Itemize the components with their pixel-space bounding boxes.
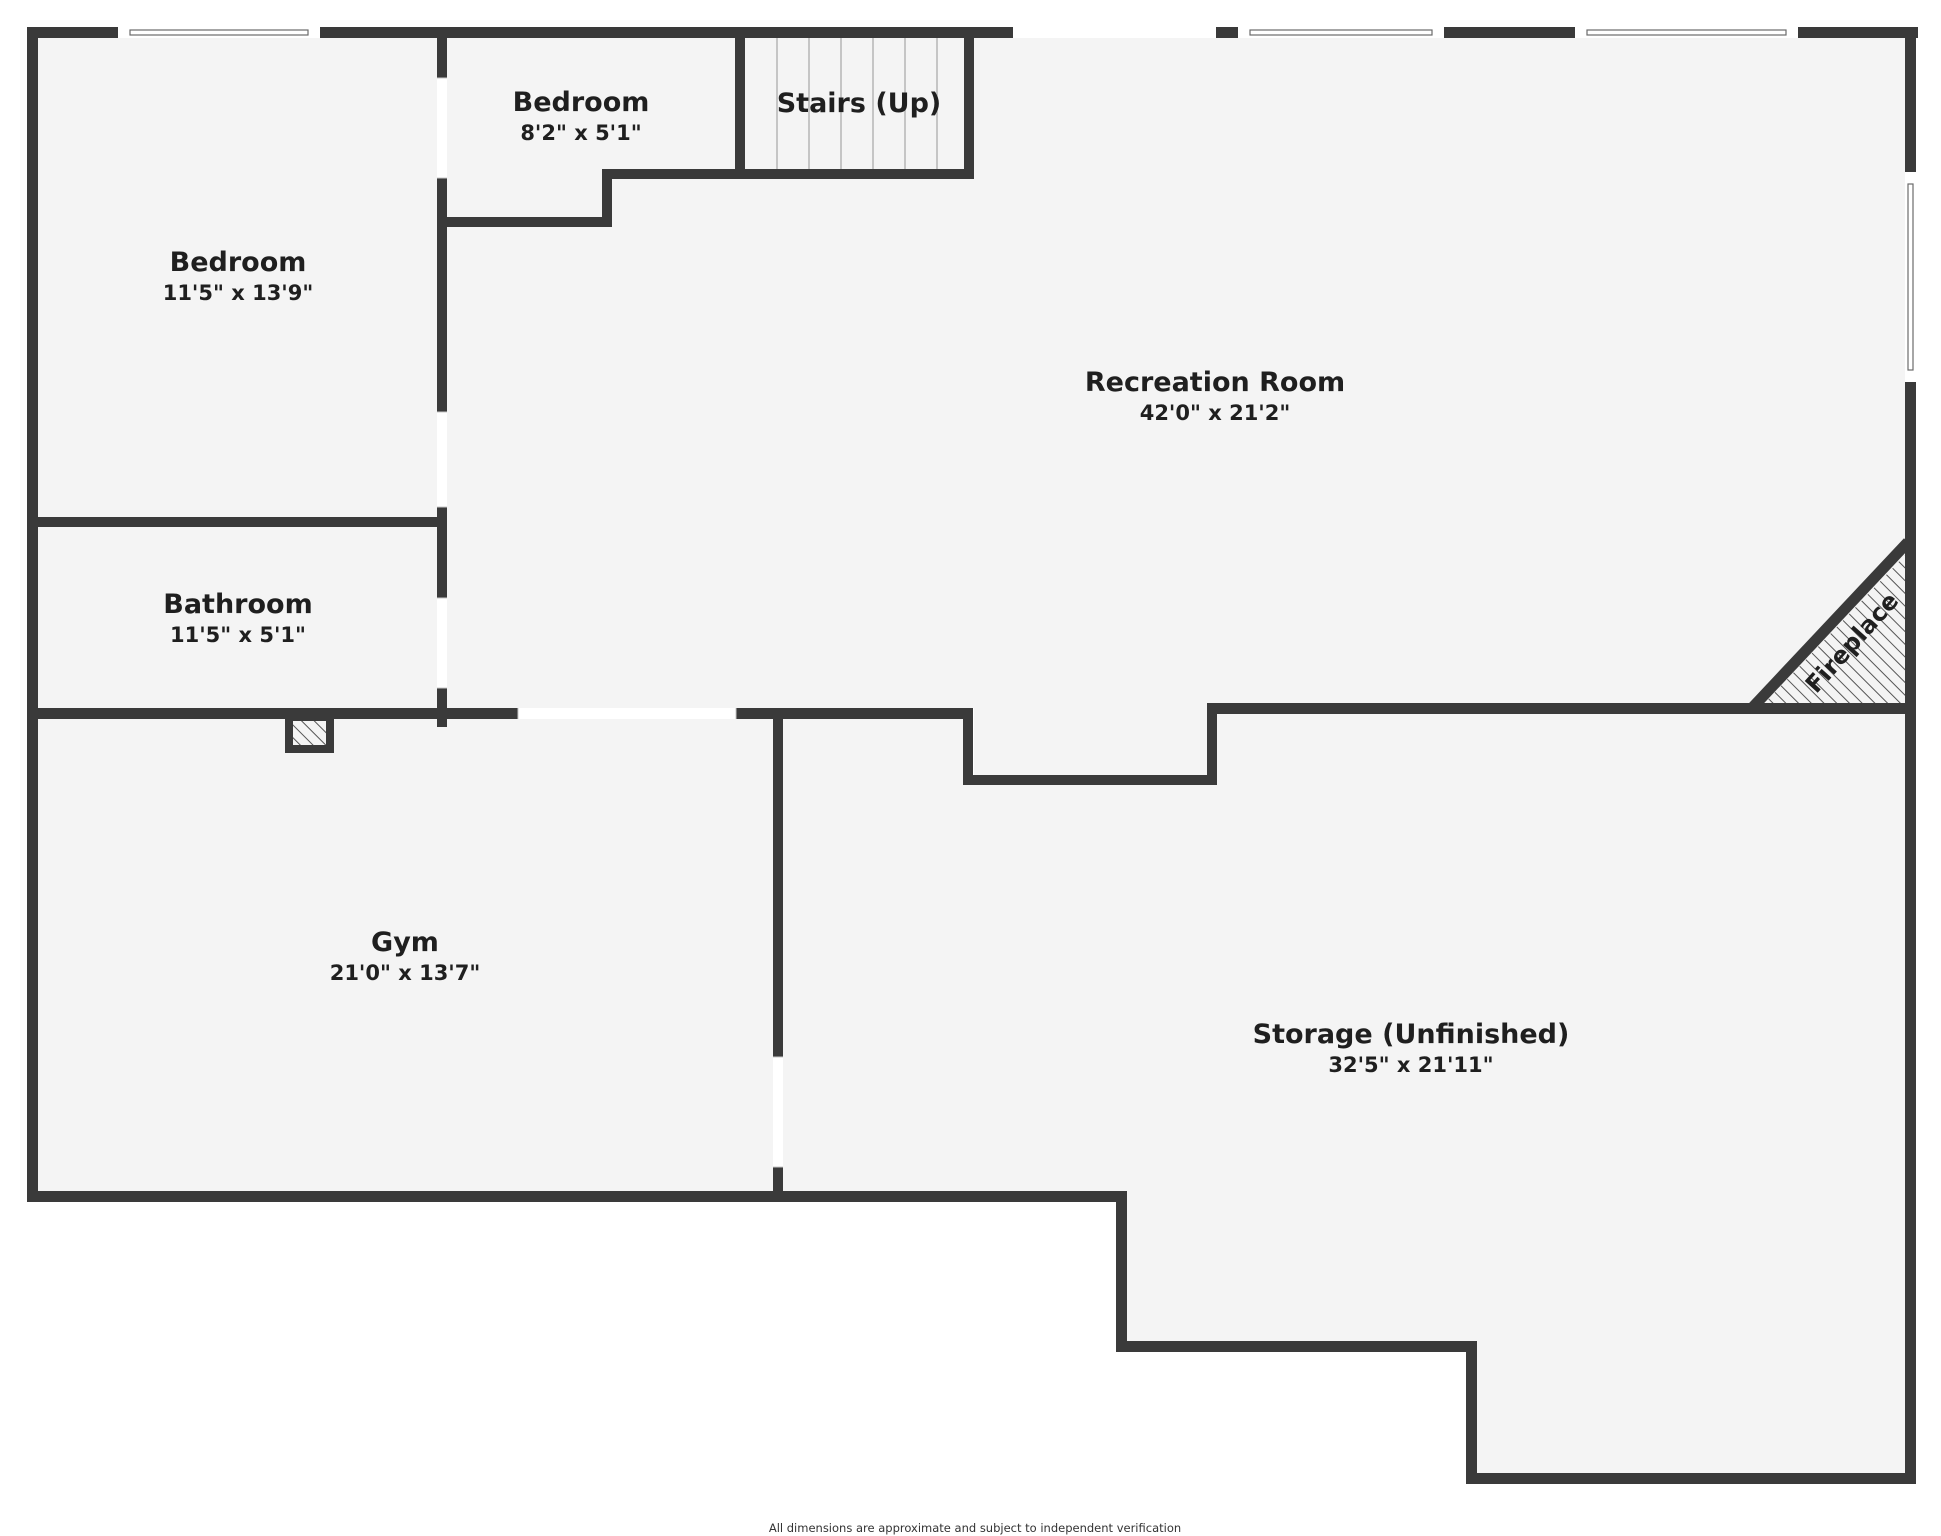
bedroom-large-floor [33,37,442,517]
wall [27,708,973,719]
door-frames [437,77,783,1168]
disclaimer-text: All dimensions are approximate and subje… [769,1521,1181,1535]
wall [602,169,969,179]
window [118,27,320,38]
wall [27,1191,1125,1202]
room-label: Bathroom 11'5" x 5'1" [163,589,312,647]
room-dimensions: 21'0" x 13'7" [330,961,481,985]
doorway [437,412,447,507]
wall [773,713,783,1200]
storage-floor [783,713,1908,1474]
recreation-room-floor [447,37,1908,776]
wall [1466,1341,1477,1484]
bathroom-floor [33,527,442,708]
room-label: Stairs (Up) [777,88,942,119]
window [1238,27,1444,38]
room-dimensions: 8'2" x 5'1" [520,121,641,145]
room-label: Gym 21'0" x 13'7" [330,927,481,985]
room-name: Recreation Room [1085,367,1345,398]
stairs [776,37,938,170]
floor-areas [33,37,1908,1474]
doorway [437,78,447,178]
wall [437,217,612,227]
room-name: Bedroom [513,87,650,118]
room-label: Storage (Unfinished) 32'5" x 21'11" [1253,1019,1570,1077]
room-name: Storage (Unfinished) [1253,1019,1570,1050]
wall [1207,703,1916,714]
chimney-hatch [293,721,326,745]
wall [1905,27,1916,1484]
wall [602,169,612,227]
room-label: Bedroom 8'2" x 5'1" [513,87,650,145]
wall [1466,1473,1916,1484]
wall [964,27,974,179]
room-dimensions: 32'5" x 21'11" [1328,1053,1493,1077]
room-name: Gym [371,927,439,958]
room-name: Stairs (Up) [777,88,942,119]
walls [27,27,1918,1484]
room-name: Bathroom [163,589,312,620]
wall [1116,1191,1127,1352]
window [1013,27,1216,38]
wall [27,27,38,1202]
fireplace-edge [1747,538,1913,712]
wall [735,27,745,179]
room-label: Bedroom 11'5" x 13'9" [163,247,314,305]
wall [1207,703,1217,785]
room-dimensions: 11'5" x 13'9" [163,281,314,305]
windows [118,27,1916,382]
door-openings [437,78,783,1167]
wall [963,775,1217,785]
fireplace-hatch [1760,552,1908,708]
doorway [518,708,736,719]
wall [27,517,442,527]
wall [1116,1341,1476,1352]
window [1575,27,1798,38]
room-dimensions: 42'0" x 21'2" [1140,401,1291,425]
doorway [437,598,447,688]
room-label: Recreation Room 42'0" x 21'2" [1085,367,1345,425]
wall [963,708,973,785]
wall [437,27,447,727]
window [1905,172,1916,382]
gym-floor [33,719,773,1194]
room-dimensions: 11'5" x 5'1" [170,623,306,647]
room-name: Bedroom [170,247,307,278]
doorway [773,1057,783,1167]
